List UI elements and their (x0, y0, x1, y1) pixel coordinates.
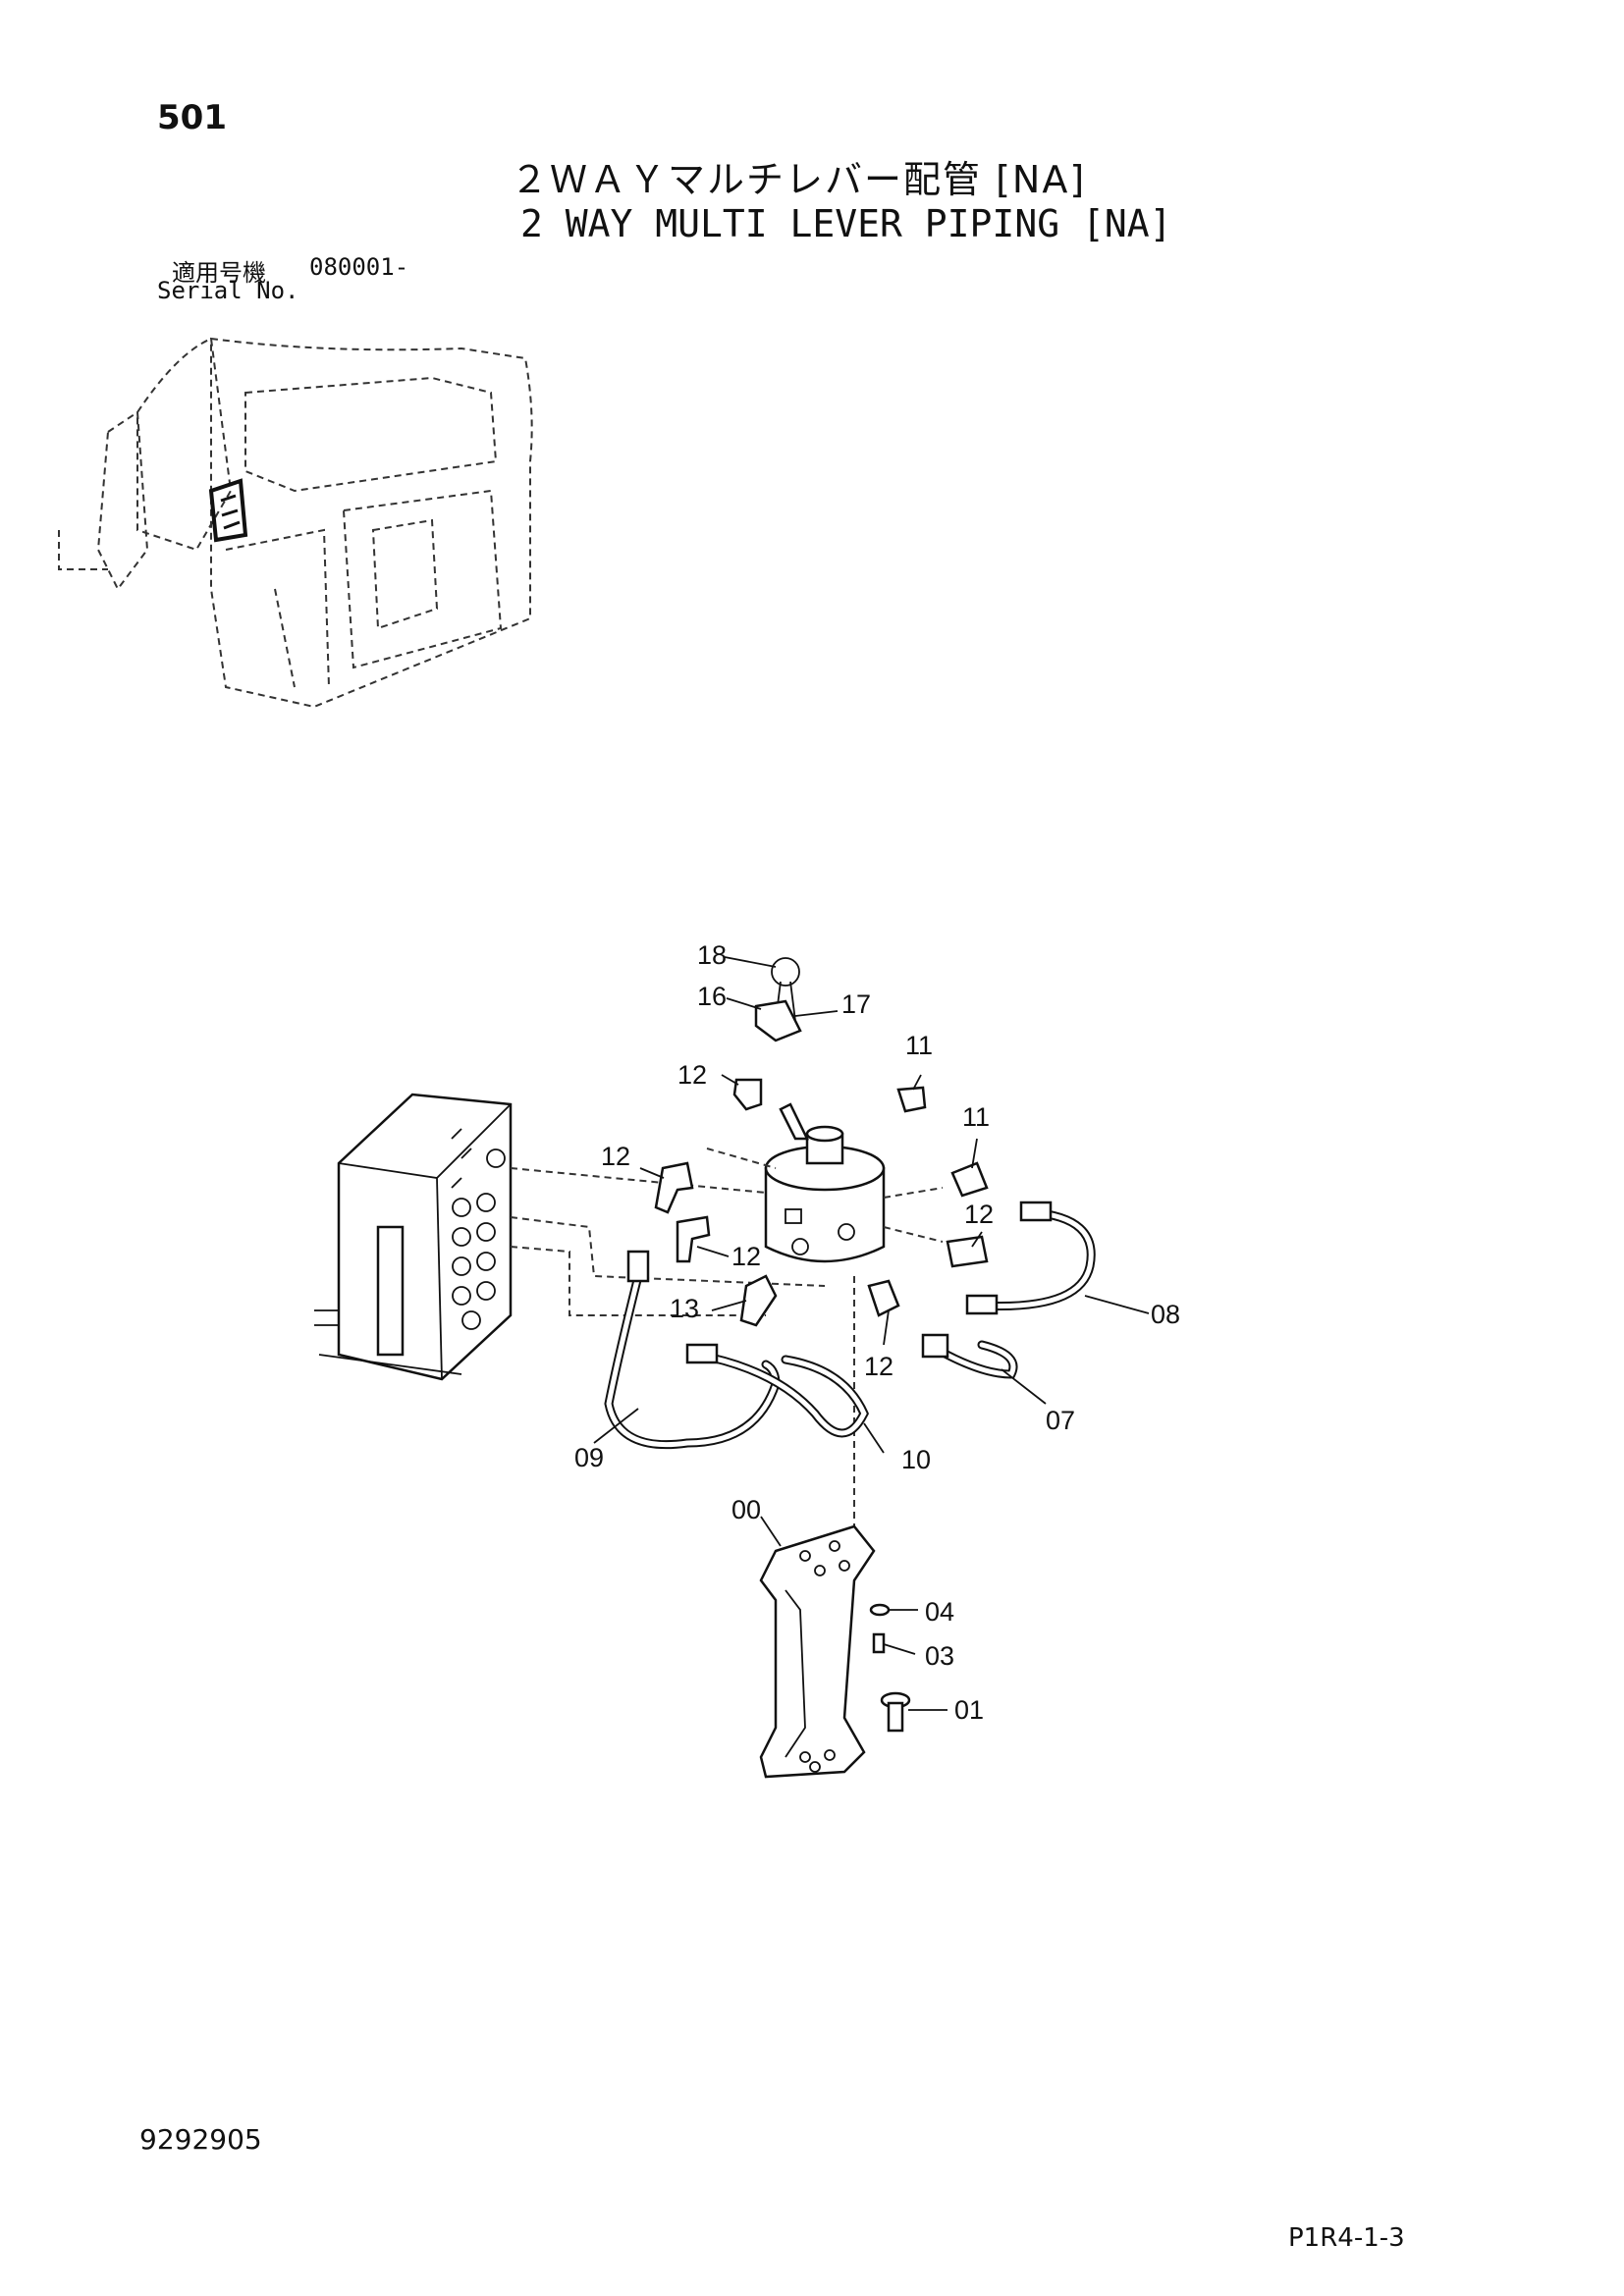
location-cab-view (58, 337, 533, 709)
page-title-japanese: ２ＷＡＹマルチレバー配管 [NA] (511, 158, 1087, 201)
page-number: 501 (157, 98, 227, 137)
callout-16: 16 (697, 982, 728, 1011)
callout-11: 11 (905, 1031, 934, 1060)
callout-13: 13 (670, 1294, 700, 1323)
connection-lines (510, 1148, 944, 1551)
callout-18: 18 (697, 940, 728, 970)
control-valve-block (314, 1093, 513, 1381)
page-title-english: 2 WAY MULTI LEVER PIPING [NA] (520, 202, 1172, 245)
callout-09: 09 (574, 1443, 605, 1472)
document-number: 9292905 (139, 2123, 262, 2156)
hoses (604, 1201, 1096, 1450)
callout-12: 12 (864, 1352, 894, 1381)
callout-08: 08 (1151, 1300, 1181, 1329)
callout-12: 12 (677, 1060, 708, 1090)
callout-17: 17 (841, 989, 872, 1019)
callout-11: 11 (962, 1102, 991, 1132)
callout-00: 00 (731, 1495, 762, 1524)
callout-12: 12 (601, 1142, 631, 1171)
callout-10: 10 (901, 1445, 932, 1474)
serial-label-english: Serial No. (157, 277, 299, 304)
serial-number-value: 080001- (309, 253, 409, 281)
callout-12: 12 (964, 1200, 995, 1229)
hardware (869, 1603, 911, 1733)
callout-01: 01 (954, 1695, 985, 1725)
multi-lever-body (764, 1102, 886, 1263)
lock-pin-assembly (754, 957, 802, 1042)
callout-03: 03 (925, 1641, 955, 1671)
callout-04: 04 (925, 1597, 955, 1627)
callout-12: 12 (731, 1242, 762, 1271)
fittings (654, 1078, 989, 1327)
mounting-bracket (759, 1524, 876, 1779)
callout-07: 07 (1046, 1406, 1076, 1435)
leader-lines (593, 956, 1150, 1711)
page-code: P1R4-1-3 (1288, 2223, 1405, 2253)
serial-label-japanese: 適用号機 (172, 259, 266, 287)
